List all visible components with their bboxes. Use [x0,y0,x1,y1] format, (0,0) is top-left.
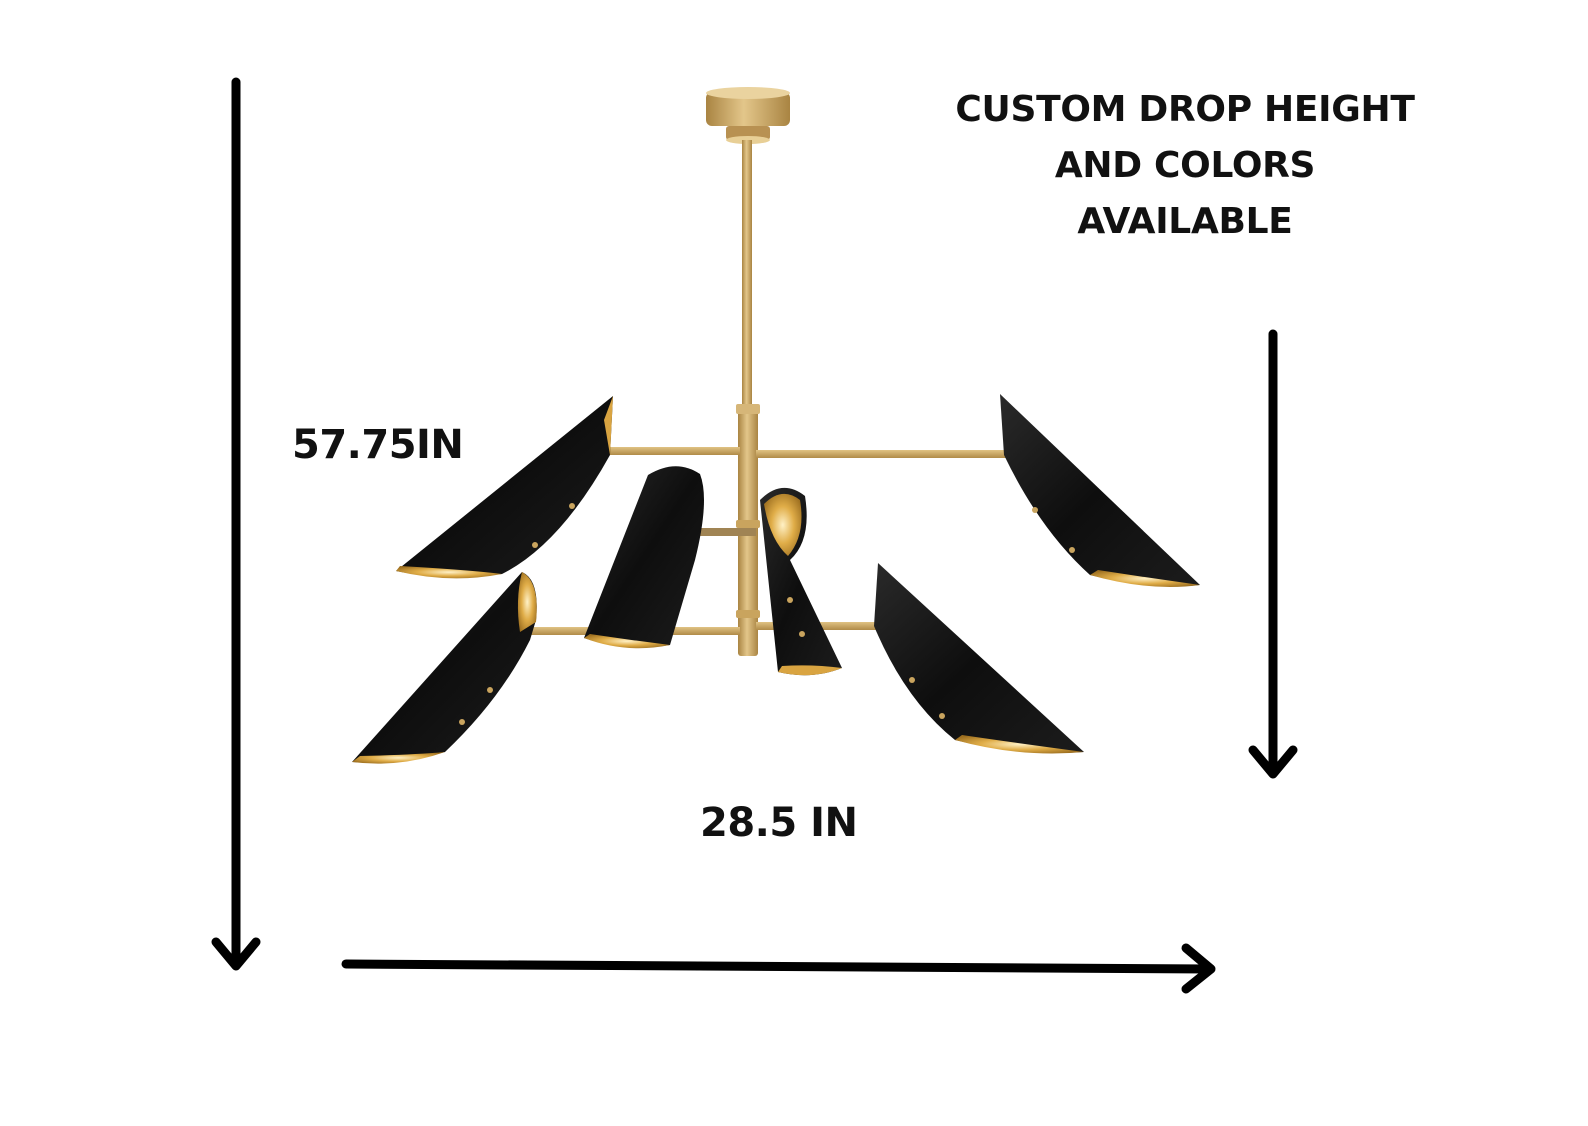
upper-arm-right [756,450,1006,458]
width-dimension-label: 28.5 IN [700,800,858,846]
drop-arrow-icon [1248,329,1298,779]
custom-options-note: CUSTOM DROP HEIGHT AND COLORS AVAILABLE [940,82,1430,250]
shade-lower-right [874,563,1084,754]
upper-arm-left [605,447,740,455]
promo-line-3: AVAILABLE [1077,201,1293,242]
height-arrow-icon [211,77,261,971]
shade-upper-left [396,396,613,579]
height-dimension-label: 57.75IN [292,422,464,468]
promo-line-1: CUSTOM DROP HEIGHT [955,89,1415,130]
shade-lower-left [352,572,537,764]
promo-line-2: AND COLORS [1054,145,1316,186]
shade-upper-right [1000,394,1200,588]
shade-inner-left [584,466,704,649]
downrod [742,140,752,410]
shade-inner-right [760,487,842,676]
ceiling-canopy [706,87,790,144]
chandelier [352,87,1200,764]
width-arrow-icon [341,943,1216,994]
